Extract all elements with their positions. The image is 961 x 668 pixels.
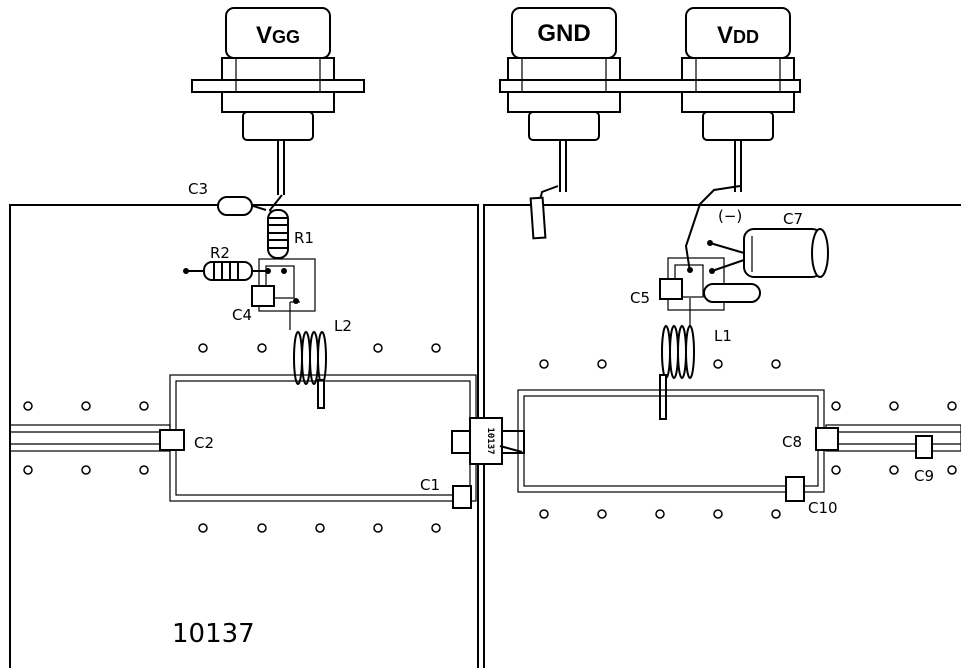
c9-label: C9 <box>914 467 934 485</box>
c10-capacitor: C10 <box>785 476 838 517</box>
c9-capacitor: C9 <box>914 435 934 485</box>
c2-label: C2 <box>194 434 214 452</box>
vdd-connector: VDD <box>681 7 795 192</box>
c7-label: C7 <box>783 210 803 228</box>
vdd-lead-wire <box>684 185 741 273</box>
vgg-connector: VGG <box>191 7 365 195</box>
r2-resistor: R2 <box>183 244 271 281</box>
l1-inductor: L1 <box>659 298 732 420</box>
gnd-clip <box>529 196 547 240</box>
c7-capacitor: C7 (−) <box>707 207 829 278</box>
r1-label: R1 <box>294 229 314 247</box>
c5-capacitor: C5 <box>630 278 683 307</box>
via-holes <box>23 343 957 533</box>
vgg-label: VGG <box>256 22 300 49</box>
vdd-label: VDD <box>717 22 759 49</box>
drain-resistor-blank <box>703 283 761 303</box>
chip-marking: 10137 <box>485 427 495 454</box>
ground-vdd-bar <box>499 79 801 93</box>
c4-capacitor: C4 <box>232 285 275 324</box>
c7-polarity: (−) <box>718 207 742 225</box>
c2-capacitor: C2 <box>159 429 214 452</box>
c5-label: C5 <box>630 289 650 307</box>
r2-label: R2 <box>210 244 230 262</box>
c4-label: C4 <box>232 306 252 324</box>
c3-label: C3 <box>188 180 208 198</box>
right-matching-trace <box>517 389 825 493</box>
left-input-line <box>9 424 171 452</box>
c1-capacitor: C1 <box>420 476 472 509</box>
right-output-line <box>825 424 961 452</box>
board-part-number: 10137 <box>172 619 255 649</box>
c8-capacitor: C8 <box>782 427 839 451</box>
c10-label: C10 <box>808 499 838 517</box>
r1-resistor: R1 <box>267 209 314 259</box>
gnd-connector: GND <box>507 7 621 192</box>
c1-label: C1 <box>420 476 440 494</box>
l1-label: L1 <box>714 327 732 345</box>
l2-label: L2 <box>334 317 352 335</box>
c8-label: C8 <box>782 433 802 451</box>
c3-capacitor: C3 <box>188 180 267 216</box>
gnd-label: GND <box>537 20 590 47</box>
l2-inductor: L2 <box>289 301 352 409</box>
mmic-chip: 10137 <box>451 417 525 465</box>
